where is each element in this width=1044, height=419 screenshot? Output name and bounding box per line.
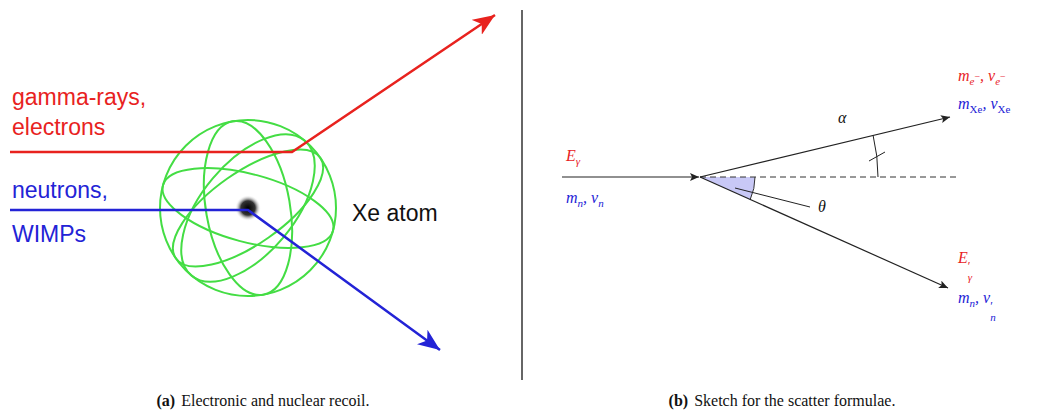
math-symbol: , v: [975, 289, 990, 306]
math-symbol: m: [958, 289, 970, 306]
math-symbol: E: [958, 249, 968, 266]
caption-text: Electronic and nuclear recoil.: [181, 392, 369, 409]
incoming-line: [562, 176, 699, 177]
xe-atom: [154, 111, 342, 305]
particle-label: neutrons, WIMPs: [12, 168, 152, 256]
math-superscript: −: [974, 71, 980, 82]
math-subscript: e: [970, 75, 975, 87]
subfigure-caption: (b) Sketch for the scatter formulae.: [532, 392, 1032, 410]
particle-label: gamma-rays, electrons: [12, 82, 162, 142]
math-label: E′γ: [958, 248, 972, 283]
particle-label: neutrons, WIMPs: [12, 168, 152, 256]
alpha-tick: [869, 152, 885, 161]
math-subscript: γ: [968, 272, 972, 283]
recoil-line: [700, 117, 950, 177]
math-subscript: n: [990, 312, 996, 323]
math-subscript: n: [598, 197, 604, 209]
math-symbol: , v: [982, 95, 997, 112]
atom-label: Xe atom: [352, 200, 438, 227]
panel-divider: [521, 10, 523, 380]
scattered-line: [700, 177, 948, 288]
math-subscript: n: [578, 197, 584, 209]
math-label: me−, ve−: [958, 66, 1006, 88]
math-subscript: n: [970, 297, 976, 309]
caption-tag: (a): [157, 392, 176, 409]
math-symbol: , v: [980, 67, 995, 84]
theta-arc: [750, 177, 755, 200]
math-label: mXe, vXe: [958, 94, 1010, 115]
math-script-stack: ′n: [990, 301, 996, 323]
math-label: Eγ: [566, 146, 580, 167]
atom-label: Xe atom: [352, 200, 438, 226]
math-symbol: m: [566, 189, 578, 206]
caption-tag: (b): [669, 392, 689, 409]
subfigure-caption: (a) Electronic and nuclear recoil.: [13, 392, 513, 410]
math-symbol: m: [958, 95, 970, 112]
math-label: mn, vn: [566, 188, 604, 209]
reference-line: [700, 177, 958, 178]
math-label: mn, v′n: [958, 288, 996, 323]
math-label: θ: [818, 197, 826, 217]
math-superscript: ′: [968, 261, 972, 272]
caption-text: Sketch for the scatter formulae.: [694, 392, 895, 409]
particle-label: gamma-rays, electrons: [12, 82, 162, 142]
math-superscript: ′: [990, 301, 996, 312]
math-symbol: E: [566, 147, 576, 164]
math-subscript: Xe: [998, 103, 1011, 115]
math-label: α: [838, 108, 846, 128]
math-symbol: , v: [583, 189, 598, 206]
math-subscript: Xe: [970, 103, 983, 115]
electron-track: [10, 15, 495, 152]
math-script-stack: ′γ: [968, 261, 972, 283]
math-subscript: e: [995, 75, 1000, 87]
math-symbol: θ: [818, 198, 826, 215]
math-symbol: m: [958, 67, 970, 84]
math-subscript: γ: [576, 155, 580, 167]
math-superscript: −: [1000, 71, 1006, 82]
math-symbol: α: [838, 109, 846, 126]
